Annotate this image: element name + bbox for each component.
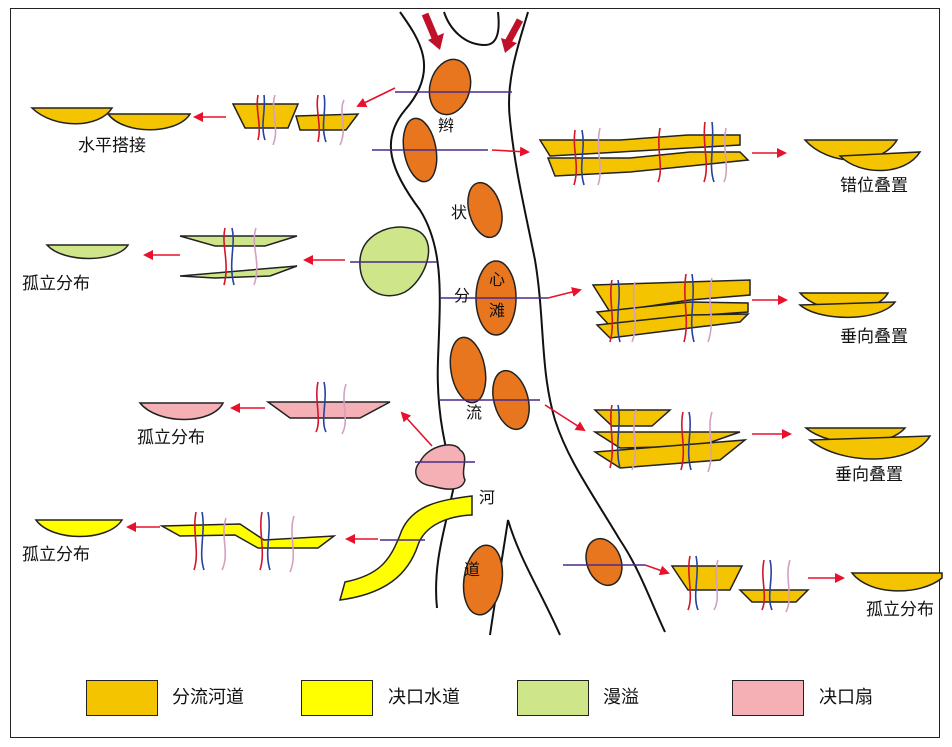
bars (399, 55, 628, 618)
result-left-2 (47, 245, 128, 259)
legend-label-crevasse-channel: 决口水道 (388, 689, 460, 707)
legend-swatch-crevasse-channel (301, 680, 373, 716)
channel-text-bar-top: 心 (489, 272, 505, 288)
section-sketch-2 (540, 122, 748, 185)
crevasse-channel-area (340, 496, 472, 600)
flow-arrow-icon (425, 14, 520, 53)
legend-label-channel: 分流河道 (172, 689, 244, 707)
channel-text-bar-bottom: 滩 (489, 303, 505, 319)
legend-label-crevasse-fan: 决口扇 (819, 689, 873, 707)
channel-text-4: 流 (466, 405, 482, 421)
channel-text-5: 河 (479, 490, 495, 506)
label-left-1: 水平搭接 (78, 138, 146, 155)
result-left-3 (140, 403, 223, 420)
section-sketch-5 (268, 382, 390, 434)
section-sketch-6 (595, 405, 745, 472)
label-right-4: 孤立分布 (866, 602, 934, 619)
bar-3 (462, 179, 507, 241)
label-left-2: 孤立分布 (22, 276, 90, 293)
section-sketch-7 (162, 512, 334, 572)
channel-text-3: 分 (454, 288, 470, 304)
section-sketch-1 (233, 95, 358, 145)
label-right-1: 错位叠置 (840, 178, 908, 195)
channel-text-1: 辫 (438, 118, 454, 134)
bar-4 (446, 335, 491, 406)
legend-label-overbank: 漫溢 (603, 689, 639, 707)
crevasse-fan-area (416, 445, 465, 489)
channel-text-2: 状 (451, 205, 467, 221)
legend-swatch-channel (86, 680, 158, 716)
label-right-3: 垂向叠置 (835, 467, 903, 484)
label-left-3: 孤立分布 (137, 430, 205, 447)
legend-swatch-crevasse-fan (732, 680, 804, 716)
result-right-1 (805, 140, 920, 171)
label-right-2: 垂向叠置 (840, 329, 908, 346)
result-right-3 (806, 428, 930, 459)
section-sketch-3 (180, 228, 297, 285)
result-left-1 (32, 108, 190, 130)
channel-top-fork (444, 12, 499, 45)
label-left-4: 孤立分布 (22, 547, 90, 564)
channel-text-6: 道 (464, 562, 480, 578)
section-sketch-4 (593, 274, 750, 342)
result-right-4 (852, 573, 942, 591)
bar-1 (423, 55, 476, 119)
result-right-2 (800, 293, 895, 317)
section-sketch-8 (672, 556, 808, 612)
bar-6 (459, 543, 506, 618)
result-left-4 (36, 520, 122, 537)
legend-swatch-overbank (517, 680, 589, 716)
